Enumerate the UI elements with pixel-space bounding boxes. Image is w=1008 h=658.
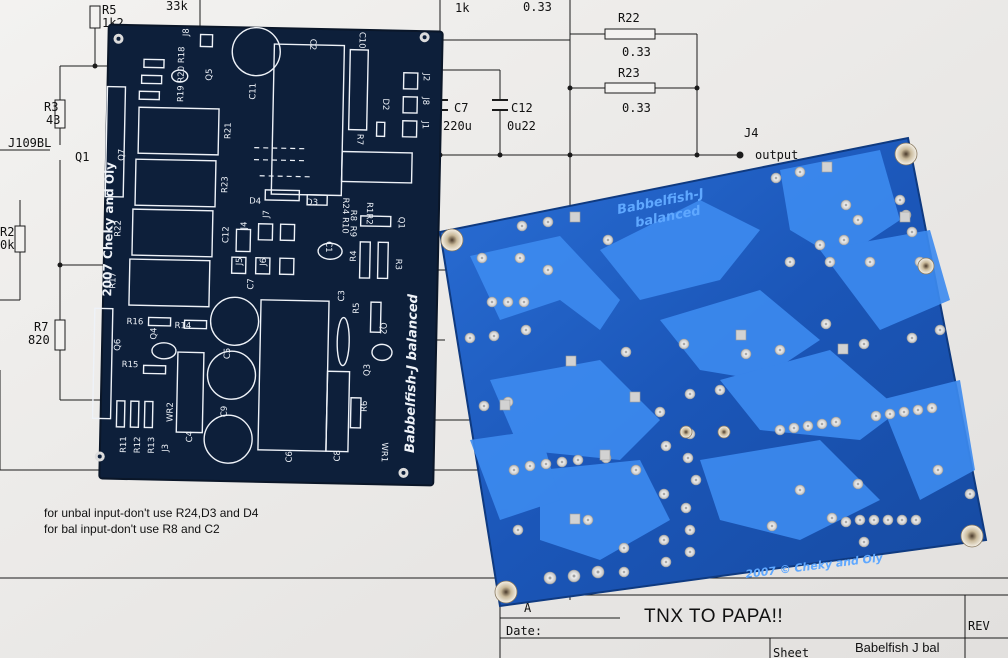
label-r2-value: 0k	[0, 238, 15, 252]
svg-text:C6: C6	[285, 451, 295, 463]
svg-text:J6: J6	[259, 258, 269, 267]
pcb-left-credit: 2007 Cheky and Oly	[100, 162, 117, 297]
label-r23-value: 0.33	[622, 101, 651, 115]
svg-text:J2: J2	[421, 72, 431, 81]
title-block-name: Babelfish J bal	[855, 640, 940, 655]
svg-text:C11: C11	[248, 83, 258, 100]
pcb-right-mount-holes	[440, 142, 984, 604]
svg-text:J8: J8	[420, 96, 430, 105]
svg-text:Q4: Q4	[149, 327, 159, 339]
title-block-date: Date:	[506, 624, 542, 638]
svg-text:R16: R16	[126, 317, 143, 327]
svg-text:C9: C9	[220, 406, 230, 418]
svg-text:J8: J8	[182, 28, 192, 37]
label-r7-value: 820	[28, 333, 50, 347]
thanks-text: TNX TO PAPA!!	[644, 606, 784, 627]
label-j4: J4	[744, 126, 758, 140]
title-block-rev: REV	[968, 619, 990, 633]
label-q1: Q1	[75, 150, 89, 164]
note-unbalanced-input: for unbal input-don't use R24,D3 and D4	[44, 506, 259, 520]
svg-text:Q2: Q2	[377, 322, 387, 334]
svg-text:Q6: Q6	[113, 339, 123, 351]
title-block: A Date: Sheet REV	[506, 601, 990, 658]
svg-text:R4: R4	[349, 250, 359, 262]
pcb-left-silkscreen	[91, 33, 419, 453]
svg-text:C12: C12	[221, 226, 231, 243]
label-r22: R22	[618, 11, 640, 25]
svg-text:R13: R13	[147, 437, 157, 454]
svg-text:R12: R12	[133, 436, 143, 453]
svg-text:J5: J5	[235, 257, 245, 266]
svg-text:J3: J3	[161, 444, 171, 453]
svg-text:Q1: Q1	[396, 217, 406, 229]
svg-text:C7: C7	[246, 278, 256, 290]
label-r3-value: 43	[46, 113, 60, 127]
svg-text:J7: J7	[262, 210, 272, 219]
label-c7-value: 220u	[443, 119, 472, 133]
svg-text:R11: R11	[119, 436, 129, 453]
svg-text:J4: J4	[240, 221, 250, 230]
label-r23: R23	[618, 66, 640, 80]
title-block-a: A	[524, 601, 532, 615]
svg-text:D2: D2	[380, 98, 390, 110]
svg-text:C1: C1	[323, 241, 333, 253]
svg-text:C3: C3	[337, 290, 347, 302]
svg-text:R15: R15	[122, 360, 139, 370]
label-r5: R5	[102, 3, 116, 17]
svg-text:Q3: Q3	[362, 364, 372, 376]
svg-text:R6: R6	[360, 401, 370, 413]
svg-text:R8: R8	[348, 210, 358, 222]
pcb-left-refs: C2 C10 J8 R19 R20 R18 Q5 C11 J2 D2 J8 J1…	[108, 28, 431, 463]
pcb-right-square-pads	[499, 161, 911, 525]
svg-text:Q7: Q7	[117, 149, 127, 161]
svg-text:J1: J1	[420, 120, 430, 129]
svg-text:R9: R9	[347, 226, 357, 238]
svg-text:D3: D3	[306, 198, 318, 208]
svg-text:R1R2: R1R2	[364, 202, 374, 225]
svg-text:R21: R21	[223, 122, 233, 139]
title-block-sheet: Sheet	[773, 646, 809, 658]
label-33k: 33k	[166, 0, 188, 13]
svg-text:WR1: WR1	[379, 442, 389, 462]
svg-text:R24 R10: R24 R10	[339, 197, 350, 233]
pcb-left-board	[99, 24, 443, 486]
pcb-left-title: Babbelfish-J balanced	[403, 293, 421, 453]
label-r22-value: 0.33	[622, 45, 651, 59]
pcb-right: Babbelfish-J balanced 2007 © Cheky and O…	[438, 136, 988, 608]
schematic-text: R5 1k2 33k 1k 0.33 R22 0.33 R23 0.33 R3 …	[0, 0, 798, 347]
label-r3: R3	[44, 100, 58, 114]
note-balanced-input: for bal input-don't use R8 and C2	[44, 522, 220, 536]
pcb-left-dashes	[253, 147, 312, 178]
svg-text:R19 R20 R18: R19 R20 R18	[176, 46, 187, 102]
pcb-left: C2 C10 J8 R19 R20 R18 Q5 C11 J2 D2 J8 J1…	[91, 23, 444, 487]
label-r7: R7	[34, 320, 48, 334]
label-r2: R2	[0, 225, 14, 239]
label-c12: C12	[511, 101, 533, 115]
label-1k: 1k	[455, 1, 470, 15]
label-c12-value: 0u22	[507, 119, 536, 133]
svg-text:R3: R3	[393, 259, 403, 271]
svg-text:C2: C2	[307, 39, 317, 51]
label-c7: C7	[454, 101, 468, 115]
svg-text:R7: R7	[354, 134, 364, 146]
svg-text:R14: R14	[174, 321, 191, 331]
svg-text:C10: C10	[356, 32, 366, 49]
svg-text:C5: C5	[223, 348, 233, 360]
label-j109bl: J109BL	[8, 136, 51, 150]
svg-text:WR2: WR2	[165, 402, 175, 422]
svg-text:R5: R5	[352, 302, 362, 314]
svg-text:R22: R22	[113, 220, 123, 237]
svg-text:Q5: Q5	[205, 68, 215, 80]
label-output: output	[755, 148, 798, 162]
svg-text:R17: R17	[108, 272, 118, 289]
svg-text:R23: R23	[220, 176, 230, 193]
label-033-top: 0.33	[523, 0, 552, 14]
svg-text:C4: C4	[185, 431, 195, 443]
svg-text:C8: C8	[333, 450, 343, 462]
pcb-left-mount-holes	[94, 32, 430, 478]
pcb-left-electrolytics	[151, 26, 393, 464]
svg-text:D4: D4	[249, 197, 261, 207]
